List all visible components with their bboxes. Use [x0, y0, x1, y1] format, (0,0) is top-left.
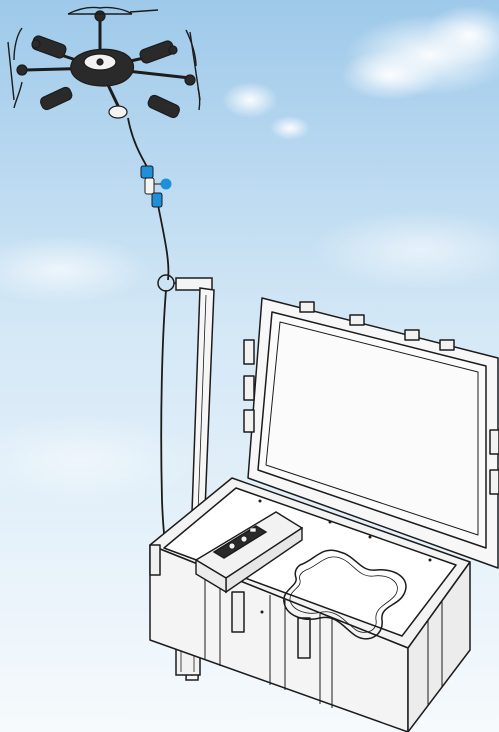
- tethered-drone-illustration: [0, 0, 499, 732]
- scene-svg: [0, 0, 499, 732]
